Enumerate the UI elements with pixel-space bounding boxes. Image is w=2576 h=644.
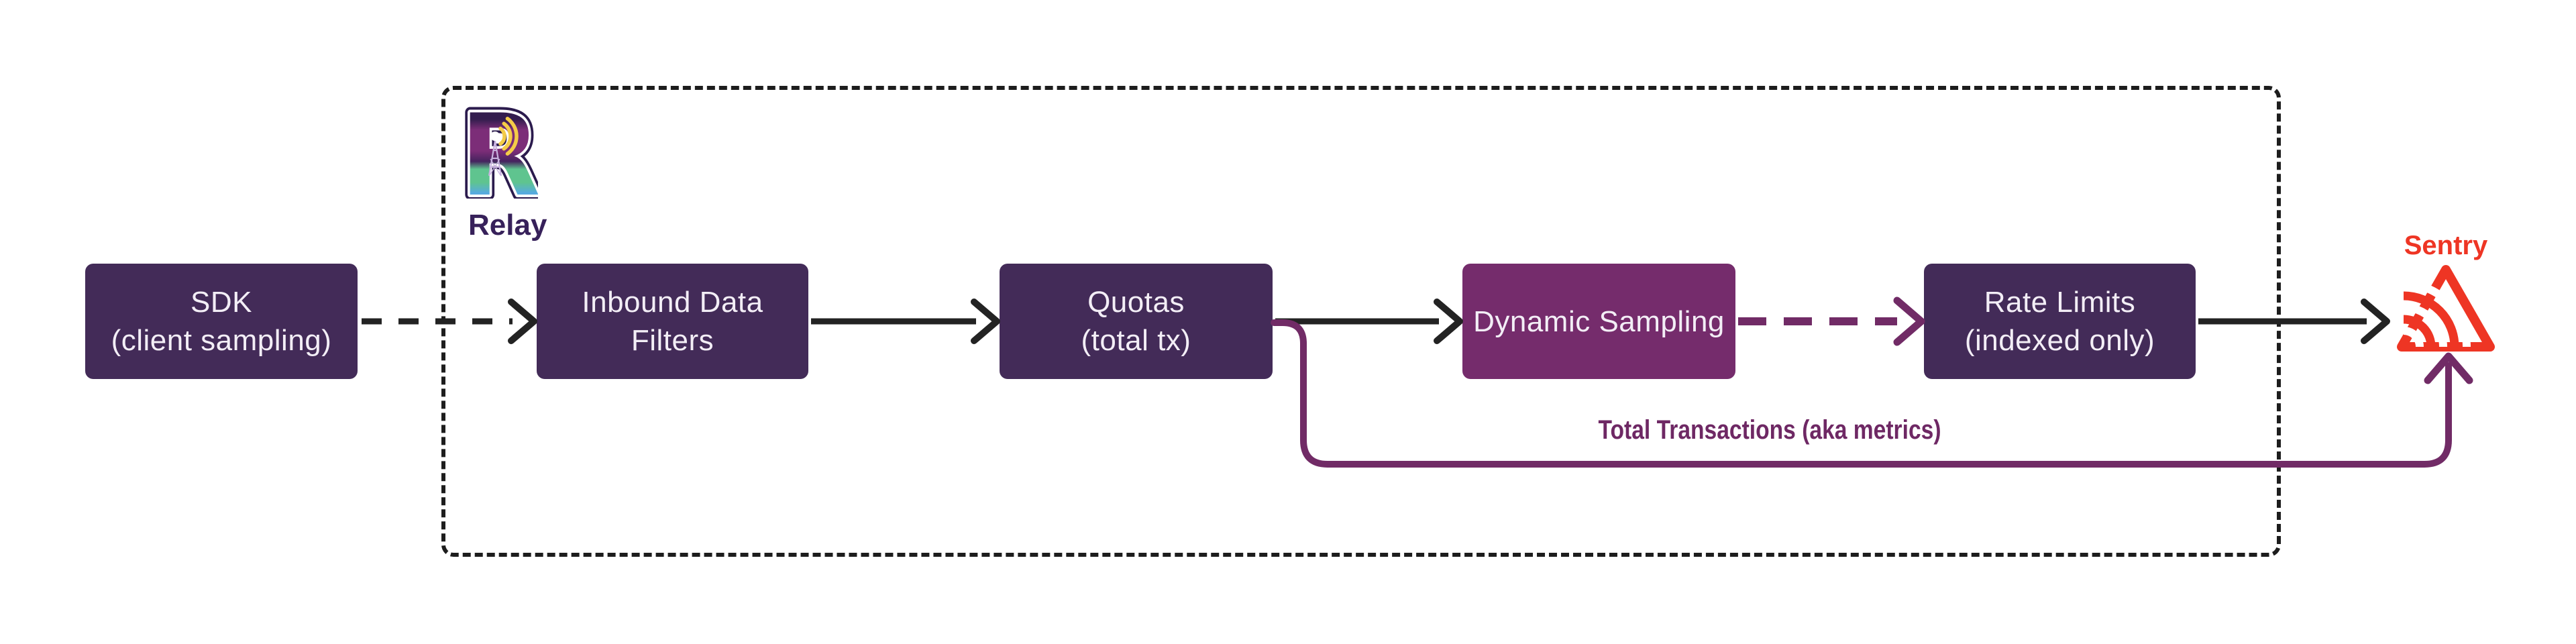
relay-logo-icon: R R <box>455 85 545 227</box>
relay-logo-letter: R <box>463 105 538 199</box>
node-sdk-line2: (client sampling) <box>111 324 332 357</box>
node-dynamic-line1: Dynamic Sampling <box>1473 305 1725 338</box>
node-quotas-line1: Quotas <box>1087 286 1185 319</box>
relay-antenna-dot <box>490 131 500 141</box>
relay-label: Relay <box>468 209 547 241</box>
node-sdk-line1: SDK <box>191 286 252 319</box>
node-ratelim-line1: Rate Limits <box>1984 286 2136 319</box>
node-dynamic-sampling: Dynamic Sampling <box>1462 264 1735 379</box>
arrowhead-up-icon <box>2424 352 2473 384</box>
sentry-logo-icon <box>2397 265 2495 352</box>
edge-label-total-transactions: Total Transactions (aka metrics) <box>1598 415 1941 445</box>
node-quotas: Quotas (total tx) <box>1000 264 1273 379</box>
node-inbound-data-filters: Inbound Data Filters <box>537 264 808 379</box>
sentry-brand: Sentry <box>2385 231 2506 356</box>
arrowhead-icon <box>2361 299 2390 344</box>
sentry-label: Sentry <box>2404 231 2488 260</box>
relay-tower-icon <box>488 140 502 176</box>
relay-brand: R R Relay <box>455 85 584 242</box>
node-inbound-line1: Inbound Data <box>582 286 763 319</box>
node-inbound-line2: Filters <box>631 324 714 357</box>
node-ratelim-line2: (indexed only) <box>1964 324 2155 357</box>
node-rate-limits: Rate Limits (indexed only) <box>1924 264 2196 379</box>
relay-signal-arcs-icon <box>498 117 519 156</box>
node-sdk: SDK (client sampling) <box>85 264 358 379</box>
node-quotas-line2: (total tx) <box>1081 324 1191 357</box>
